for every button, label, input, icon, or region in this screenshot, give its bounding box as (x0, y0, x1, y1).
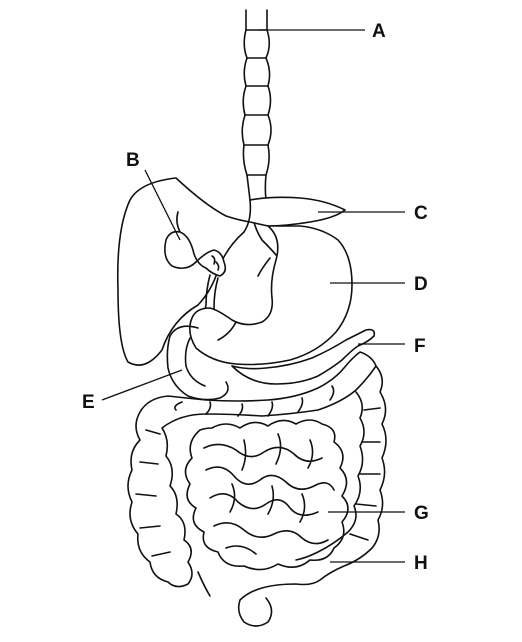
label-a: A (372, 21, 386, 42)
pancreas (231, 328, 376, 385)
large-intestine (127, 351, 387, 627)
label-d: D (414, 274, 428, 295)
label-f: F (414, 336, 426, 357)
gallbladder (164, 230, 227, 277)
leader-line-b (144, 169, 181, 241)
label-h: H (414, 553, 428, 574)
label-c: C (414, 203, 428, 224)
label-g: G (414, 503, 429, 524)
label-e: E (82, 392, 95, 413)
label-b: B (126, 150, 140, 171)
stomach (188, 225, 353, 366)
small-intestine (184, 419, 349, 571)
duodenum (166, 325, 229, 401)
leader-line-e (101, 369, 183, 401)
